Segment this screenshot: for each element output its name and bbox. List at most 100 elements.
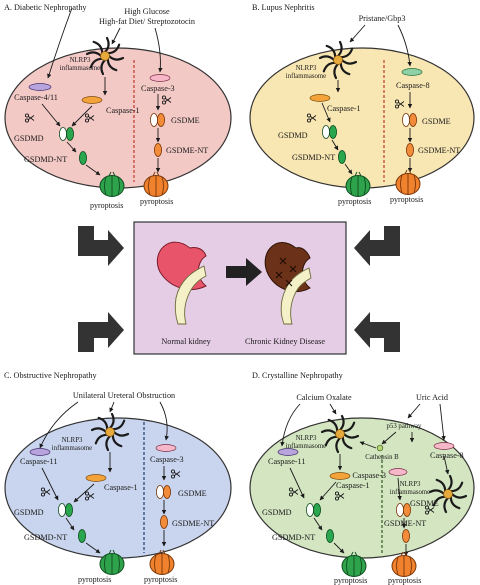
panel-b-caspase-right-label: Caspase-8 <box>396 81 430 90</box>
gsdmd-icon <box>305 503 315 517</box>
panel-d-caspase-1-label: Caspase-1 <box>336 481 370 490</box>
panel-d-gsdme-nt-label: GSDME-NT <box>384 519 426 528</box>
panel-c-nlrp3-label: NLRP3 <box>62 437 83 444</box>
panel-d-trigger-oxalate: Calcium Oxalate <box>296 393 352 402</box>
panel-d-caspase-1-icon <box>329 472 351 480</box>
panel-d-gsdme-label: GSDME <box>410 499 439 508</box>
panel-d-nlrp3-label: NLRP3 <box>296 435 317 442</box>
panel-d-title: D. Crystalline Nephropathy <box>252 371 344 380</box>
panel-d-nlrp3b-label-2: inflammasome <box>390 489 430 496</box>
gsdme-icon <box>149 113 159 127</box>
center-box <box>133 221 347 355</box>
panel-d-nlrp3-label-2: inflammasome <box>286 443 326 450</box>
cathepsin-b-icon <box>376 444 384 452</box>
panel-a: A. Diabetic Nephropathy High Glucose Hig… <box>4 3 232 210</box>
panel-b-title: B. Lupus Nephritis <box>252 3 315 12</box>
panel-d-caspase-8-icon <box>433 442 455 450</box>
panel-a-gsdme-nt-label: GSDME-NT <box>166 146 208 155</box>
gsdme-nt-icon <box>401 529 411 543</box>
ckd-kidney-icon <box>264 242 312 325</box>
gsdmd-icon <box>59 127 67 141</box>
panel-d-pyroptosis-left: pyroptosis <box>334 576 367 585</box>
panel-d-caspase-left-label: Caspase-11 <box>268 457 305 466</box>
panel-a-caspase-3-icon <box>149 74 171 82</box>
panel-c-gsdmd-nt-label: GSDMD-NT <box>24 533 67 542</box>
panel-a-gsdmd-label: GSDMD <box>14 134 44 143</box>
panel-a-caspase-left-label: Caspase-4/11 <box>14 93 58 102</box>
panel-c-gsdme-label: GSDME <box>178 489 207 498</box>
arrow-from-c <box>78 312 124 352</box>
normal-kidney-icon <box>156 241 207 325</box>
panel-d: D. Crystalline Nephropathy Calcium Oxala… <box>249 371 475 585</box>
panel-b-nlrp3-label: NLRP3 <box>296 65 317 72</box>
panel-d-gsdmd-nt-label: GSDMD-NT <box>272 533 315 542</box>
panel-b-pyroptosis-right: pyroptosis <box>390 195 423 204</box>
panel-c-nlrp3-label-2: inflammasome <box>52 445 92 452</box>
panel-c-caspase-left-label: Caspase-11 <box>20 457 57 466</box>
gsdmd-nt-icon <box>79 151 87 165</box>
panel-c-trigger: Unilateral Ureteral Obstruction <box>73 391 175 400</box>
panel-d-nlrp3b-label: NLRP3 <box>400 481 421 488</box>
panel-a-pyroptosis-right: pyroptosis <box>140 197 173 206</box>
panel-a-title: A. Diabetic Nephropathy <box>4 3 87 12</box>
panel-d-caspase-3-label: Caspase-3 <box>352 471 386 480</box>
panel-c-pyroptosis-left: pyroptosis <box>78 575 111 584</box>
gsdmd-icon <box>321 125 331 139</box>
panel-a-caspase-4-11-icon <box>28 83 52 91</box>
panel-b-caspase-1-label: Caspase-1 <box>327 104 361 113</box>
panel-a-gsdmd-nt-label: GSDMD-NT <box>24 155 67 164</box>
panel-d-trigger-uric: Uric Acid <box>416 393 448 402</box>
gsdmd-nt-icon <box>325 529 335 543</box>
panel-c-caspase-1-icon <box>85 474 107 482</box>
panel-c-caspase-3-icon <box>155 444 177 452</box>
panel-b-gsdme-label: GSDME <box>422 117 451 126</box>
panel-c-gsdme-nt-label: GSDME-NT <box>172 519 214 528</box>
gsdme-nt-icon <box>159 515 169 529</box>
panel-a-nlrp3-label-2: inflammasome <box>60 65 100 72</box>
panel-b-caspase-8-icon <box>401 68 423 76</box>
center-panel: Normal kidney Chronic Kidney Disease <box>133 221 347 355</box>
panel-d-p53-label: p53 pathway <box>387 423 423 430</box>
panel-b-gsdmd-label: GSDMD <box>278 131 308 140</box>
panel-a-caspase-1-label: Caspase-1 <box>106 106 140 115</box>
panel-a-trigger-glucose: High Glucose <box>124 7 170 16</box>
panel-a-nlrp3-label: NLRP3 <box>70 57 91 64</box>
panel-a-caspase-right-label: Caspase-3 <box>141 84 175 93</box>
gsdme-icon <box>401 113 411 127</box>
panel-c-caspase-11-icon <box>29 448 51 456</box>
gsdmd-icon <box>58 503 66 517</box>
panel-a-pyroptosis-left: pyroptosis <box>90 201 123 210</box>
gsdmd-nt-icon <box>78 529 86 543</box>
panel-a-gsdme-label: GSDME <box>171 116 200 125</box>
ckd-label: Chronic Kidney Disease <box>245 337 325 346</box>
pyroptosis-cell-icon <box>391 551 417 577</box>
normal-kidney-label: Normal kidney <box>161 337 211 346</box>
panel-a-caspase-1-icon <box>81 96 103 104</box>
gsdme-nt-icon <box>405 143 415 157</box>
panel-b-caspase-1-icon <box>309 94 331 102</box>
progression-arrow <box>226 258 262 286</box>
panel-c-title: C. Obstructive Nephropathy <box>4 371 97 380</box>
arrow-from-a <box>78 226 124 266</box>
panel-d-caspase-3-icon <box>388 468 408 476</box>
panel-c-pyroptosis-right: pyroptosis <box>144 575 177 584</box>
gsdme-icon <box>395 503 405 517</box>
panel-d-gsdmd-label: GSDMD <box>262 508 292 517</box>
gsdmd-nt-icon <box>337 150 347 164</box>
panel-a-trigger-diet: High-fat Diet/ Streptozotocin <box>99 17 195 26</box>
panel-d-cathepsin-label: Cathepsin B <box>365 454 399 461</box>
panel-b: B. Lupus Nephritis Pristane/Gbp3 NLRP3 i… <box>249 3 475 206</box>
arrow-from-b <box>354 226 400 266</box>
panel-d-caspase-8-label: Caspase-8 <box>430 451 464 460</box>
panel-b-nlrp3-label-2: inflammasome <box>286 73 326 80</box>
gsdme-nt-icon <box>153 143 163 157</box>
panel-b-pyroptosis-left: pyroptosis <box>338 197 371 206</box>
panel-b-trigger: Pristane/Gbp3 <box>359 14 406 23</box>
panel-c-gsdmd-label: GSDMD <box>14 508 44 517</box>
panel-c: C. Obstructive Nephropathy Unilateral Ur… <box>4 371 232 584</box>
panel-b-gsdmd-nt-label: GSDMD-NT <box>292 153 335 162</box>
panel-d-caspase-11-icon <box>277 448 299 456</box>
panel-c-caspase-1-label: Caspase-1 <box>104 483 138 492</box>
gsdme-icon <box>155 485 165 499</box>
